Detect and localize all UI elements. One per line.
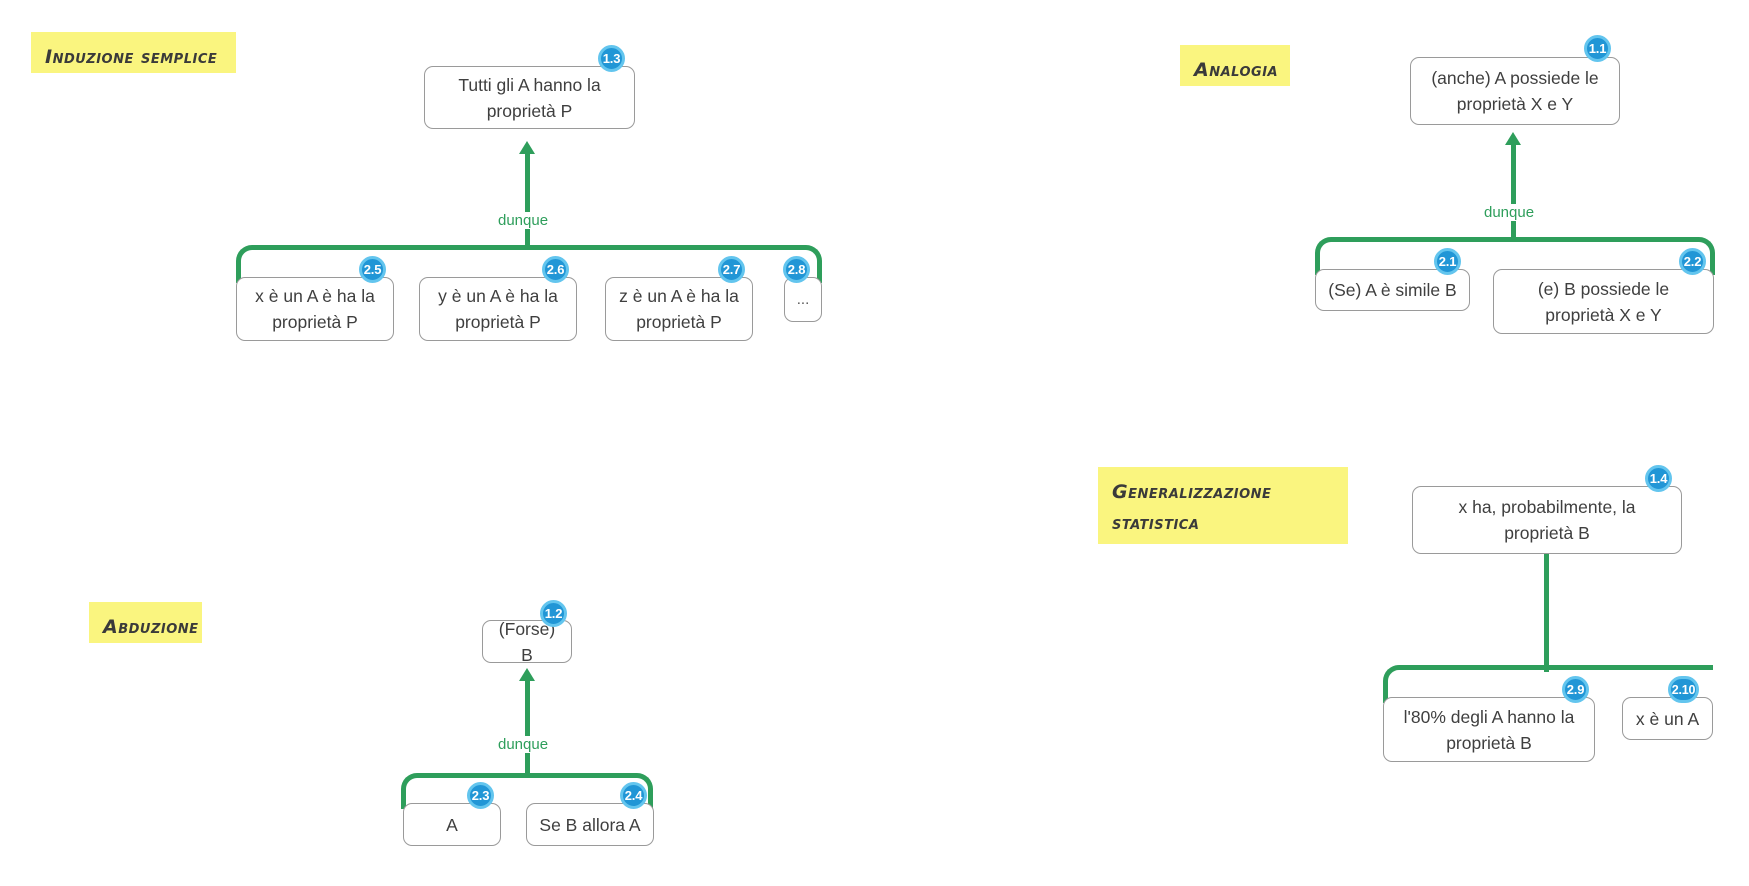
node-2-7[interactable]: z è un A è ha la proprietà P: [605, 277, 753, 341]
section-label-induzione: Induzione semplice: [31, 32, 236, 73]
arrowhead-abduzione: [519, 668, 535, 681]
badge-2-4[interactable]: 2.4: [620, 782, 647, 809]
connector-analogia: [1511, 143, 1516, 239]
premise-bracket-generalizzazione: [1383, 665, 1713, 703]
node-1-2[interactable]: (Forse) B: [482, 619, 572, 665]
badge-2-6[interactable]: 2.6: [542, 256, 569, 283]
badge-1-1[interactable]: 1.1: [1584, 35, 1611, 62]
section-label-analogia: Analogia: [1180, 45, 1290, 86]
badge-2-1[interactable]: 2.1: [1434, 248, 1461, 275]
node-1-1[interactable]: (anche) A possiede le proprietà X e Y: [1410, 57, 1620, 125]
premise-bracket-abduzione: [401, 773, 653, 809]
badge-1-2[interactable]: 1.2: [540, 600, 567, 627]
badge-2-2[interactable]: 2.2: [1679, 248, 1706, 275]
node-2-1[interactable]: (Se) A è simile B: [1315, 269, 1470, 311]
badge-2-9[interactable]: 2.9: [1562, 676, 1589, 703]
premise-bracket-induzione: [236, 245, 822, 283]
badge-2-10[interactable]: 2.10: [1668, 676, 1699, 703]
connector-label-induzione: dunque: [494, 212, 553, 229]
badge-2-8[interactable]: 2.8: [783, 256, 810, 283]
badge-2-3[interactable]: 2.3: [467, 782, 494, 809]
connector-abduzione: [525, 679, 530, 778]
connector-generalizzazione: [1544, 554, 1549, 672]
connector-induzione: [525, 152, 530, 247]
premise-bracket-analogia: [1315, 237, 1715, 275]
node-2-9[interactable]: l'80% degli A hanno la proprietà B: [1383, 697, 1595, 762]
node-2-4[interactable]: Se B allora A: [526, 803, 654, 846]
badge-1-4[interactable]: 1.4: [1645, 465, 1672, 492]
node-2-2[interactable]: (e) B possiede le proprietà X e Y: [1493, 269, 1714, 334]
node-1-3[interactable]: Tutti gli A hanno la proprietà P: [424, 66, 635, 129]
badge-2-5[interactable]: 2.5: [359, 256, 386, 283]
node-2-10[interactable]: x è un A: [1622, 697, 1713, 740]
arrowhead-induzione: [519, 141, 535, 154]
badge-1-3[interactable]: 1.3: [598, 45, 625, 72]
badge-2-7[interactable]: 2.7: [718, 256, 745, 283]
section-label-abduzione: Abduzione: [89, 602, 202, 643]
connector-label-abduzione: dunque: [494, 736, 553, 753]
node-1-4[interactable]: x ha, probabilmente, la proprietà B: [1412, 486, 1682, 554]
node-2-3[interactable]: A: [403, 803, 501, 846]
arrowhead-analogia: [1505, 132, 1521, 145]
node-2-8[interactable]: ...: [784, 277, 822, 322]
node-2-5[interactable]: x è un A è ha la proprietà P: [236, 277, 394, 341]
section-label-generalizzazione: Generalizzazione statistica: [1098, 467, 1348, 544]
connector-label-analogia: dunque: [1480, 204, 1539, 221]
node-2-6[interactable]: y è un A è ha la proprietà P: [419, 277, 577, 341]
